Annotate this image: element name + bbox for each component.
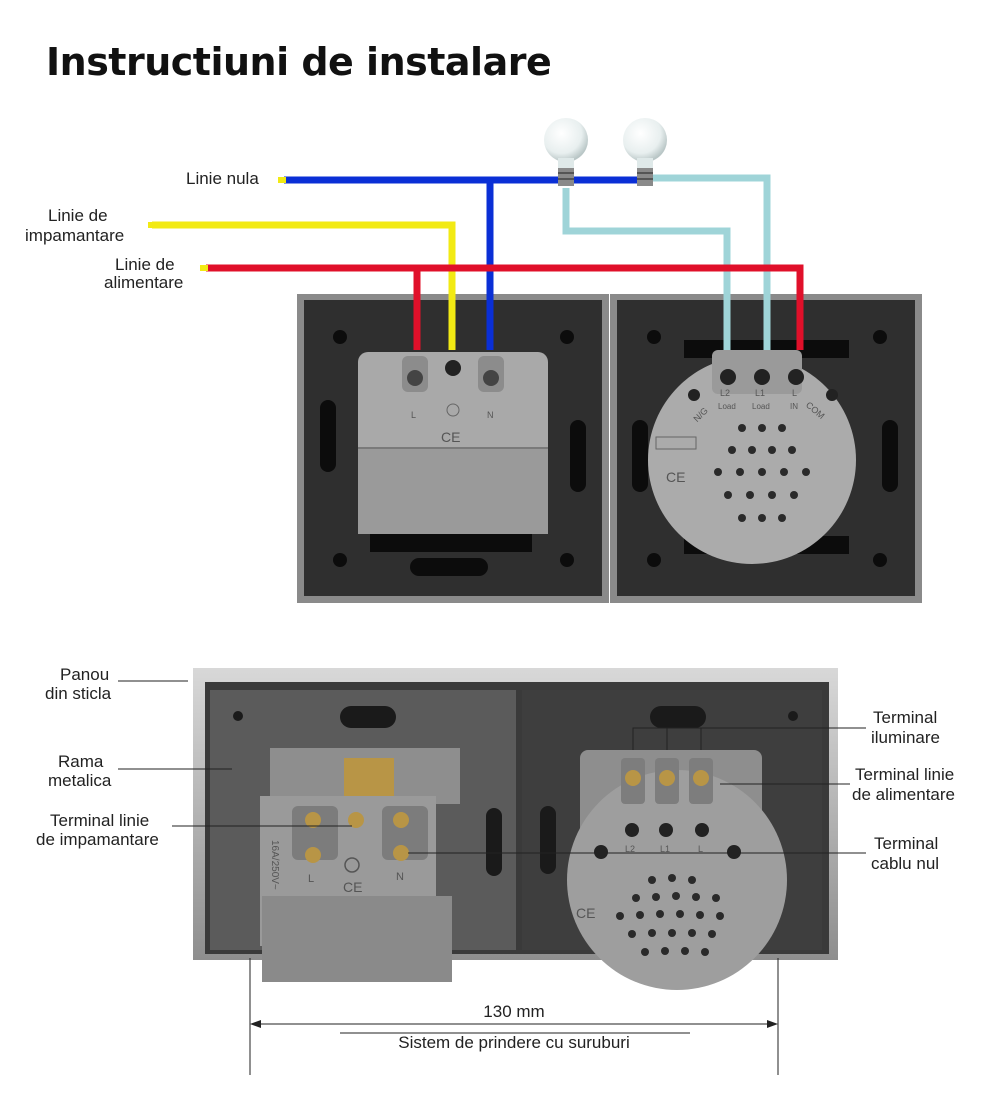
frame-label-1: Rama <box>58 752 104 771</box>
wire-lamp2 <box>648 174 771 350</box>
socket-photo-n-marker: N <box>396 871 404 883</box>
ground-line-label-2: impamantare <box>25 226 124 245</box>
wires <box>152 174 804 350</box>
neutral-line-label: Linie nula <box>186 169 259 188</box>
frame-label-2: metalica <box>48 771 112 790</box>
socket-photo-ce-mark: CE <box>343 879 362 895</box>
supply-line-label-1: Linie de <box>115 255 175 274</box>
switch-l-marker: L <box>792 388 797 398</box>
switch-photo-l-marker: L <box>698 844 703 854</box>
switch-photo-ce-mark: CE <box>576 905 595 921</box>
switch-l2-marker: L2 <box>720 388 730 398</box>
switch-photo-l2-marker: L2 <box>625 844 635 854</box>
supply-terminal-label-2: de alimentare <box>852 785 955 804</box>
neutral-terminal-label-1: Terminal <box>874 834 938 853</box>
switch-housing: L2 L1 L CE <box>567 750 787 990</box>
socket-ce-mark: CE <box>441 429 460 445</box>
socket-l-marker: L <box>411 410 416 420</box>
socket-rating: 16A/250V~ <box>269 840 280 890</box>
supply-terminal-label-1: Terminal linie <box>855 765 954 784</box>
light-terminal-label-1: Terminal <box>873 708 937 727</box>
fixing-system-label: Sistem de prindere cu suruburi <box>398 1033 630 1052</box>
socket-n-marker: N <box>487 410 494 420</box>
switch-ce-mark: CE <box>666 469 685 485</box>
dimension-label: 130 mm <box>483 1002 544 1021</box>
switch-photo-vent-holes <box>616 874 724 956</box>
socket-module: L N CE <box>358 352 548 534</box>
page-title: Instructiuni de instalare <box>46 40 552 84</box>
switch-l1-marker: L1 <box>755 388 765 398</box>
supply-line-label-2: alimentare <box>104 273 183 292</box>
wire-lamp1 <box>562 188 731 350</box>
switch-module: L2 L1 L Load Load IN N/G COM CE <box>648 350 856 564</box>
switch-load-marker-1: Load <box>718 402 736 411</box>
bulb-1 <box>544 118 588 186</box>
bulb-2 <box>623 118 667 186</box>
ground-terminal-label-1: Terminal linie <box>50 811 149 830</box>
light-terminal-label-2: iluminare <box>871 728 940 747</box>
switch-photo-l1-marker: L1 <box>660 844 670 854</box>
socket-housing: L N CE 16A/250V~ <box>260 748 460 982</box>
leader-lines <box>118 680 866 854</box>
neutral-terminal-label-2: cablu nul <box>871 854 939 873</box>
socket-photo-l-marker: L <box>308 873 314 885</box>
switch-load-marker-2: Load <box>752 402 770 411</box>
switch-in-marker: IN <box>790 402 798 411</box>
glass-panel-label-1: Panou <box>60 665 109 684</box>
wire-ground <box>152 221 456 350</box>
wire-supply <box>206 264 804 350</box>
ground-line-label-1: Linie de <box>48 206 108 225</box>
switch-vent-holes <box>714 424 810 522</box>
ground-terminal-label-2: de impamantare <box>36 830 159 849</box>
glass-panel-label-2: din sticla <box>45 684 112 703</box>
dimension-lines <box>249 958 779 1075</box>
